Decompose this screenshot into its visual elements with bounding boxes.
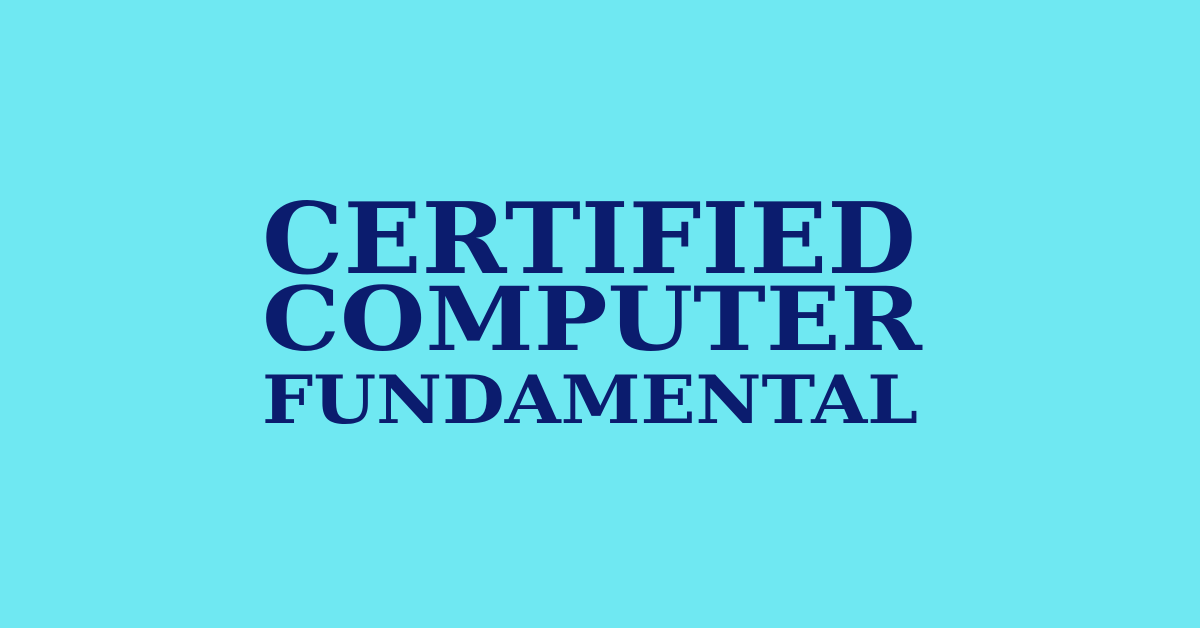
title-line-certified: CERTIFIED bbox=[262, 182, 916, 297]
title-line-computer: COMPUTER bbox=[262, 267, 923, 371]
title-line-fundamental: FUNDAMENTAL bbox=[262, 361, 918, 439]
